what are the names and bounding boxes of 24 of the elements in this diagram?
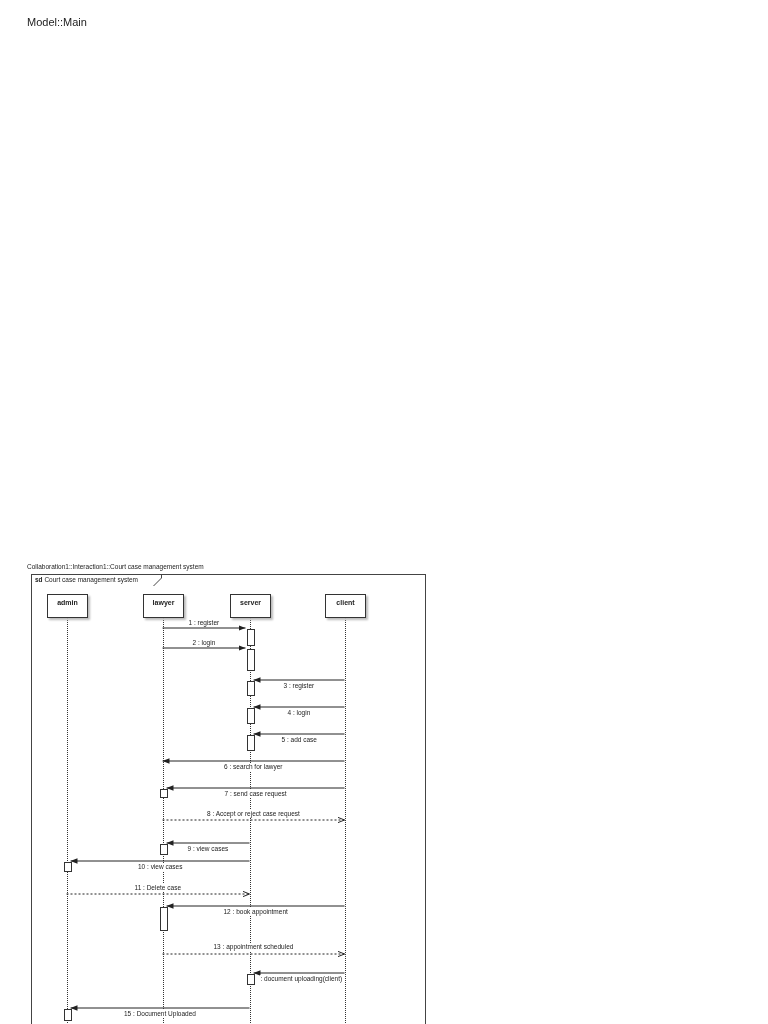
message-arrow [253, 677, 345, 683]
activation-bar [246, 649, 255, 671]
message-arrow [70, 858, 250, 864]
activation-bar [246, 974, 255, 985]
message-arrow [162, 645, 246, 651]
message-arrow [70, 1005, 250, 1011]
activation-bar [246, 681, 255, 696]
activation-bar [159, 844, 168, 855]
message-arrow [162, 625, 246, 631]
activation-bar [63, 1009, 72, 1021]
message-arrow [166, 903, 345, 909]
message-arrow [162, 758, 345, 764]
message-arrow [253, 970, 345, 976]
activation-bar [246, 735, 255, 751]
message-arrow [253, 704, 345, 710]
activation-bar [159, 789, 168, 798]
diagram-title: Model::Main [27, 16, 87, 28]
activation-bar [246, 708, 255, 724]
message-arrow [253, 731, 345, 737]
message-arrow [166, 840, 250, 846]
message-arrow [166, 785, 345, 791]
activation-bar [246, 629, 255, 646]
activation-bar [159, 907, 168, 931]
activation-bar [63, 862, 72, 872]
